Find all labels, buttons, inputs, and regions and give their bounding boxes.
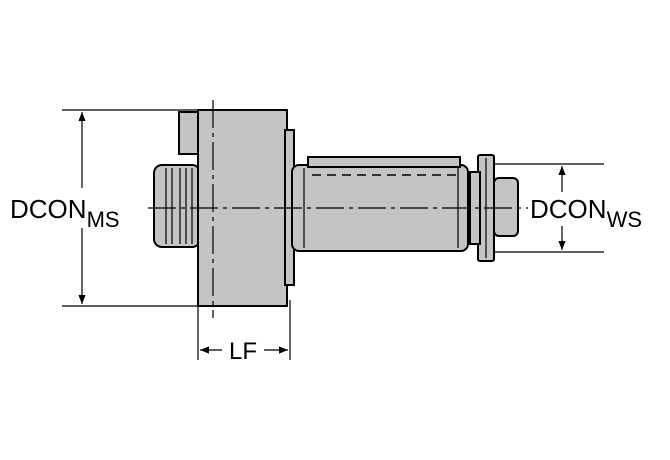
dimension-dcon-ms: DCONMS: [10, 109, 198, 307]
svg-text:DCONWS: DCONWS: [530, 194, 642, 232]
dcon-ws-subscript: WS: [607, 207, 642, 232]
svg-text:DCONMS: DCONMS: [10, 194, 120, 232]
dcon-ms-label: DCON: [10, 194, 87, 224]
dimension-lf: LF: [197, 300, 291, 365]
shank-flat: [307, 156, 461, 168]
dimension-dcon-ws: DCONWS: [494, 163, 642, 253]
lf-label: LF: [229, 338, 257, 365]
coupling-grooves: [165, 168, 193, 244]
left-coupling: [153, 164, 201, 248]
dcon-ms-subscript: MS: [87, 207, 120, 232]
right-spigot: [493, 177, 519, 237]
dcon-ws-label: DCON: [530, 194, 607, 224]
